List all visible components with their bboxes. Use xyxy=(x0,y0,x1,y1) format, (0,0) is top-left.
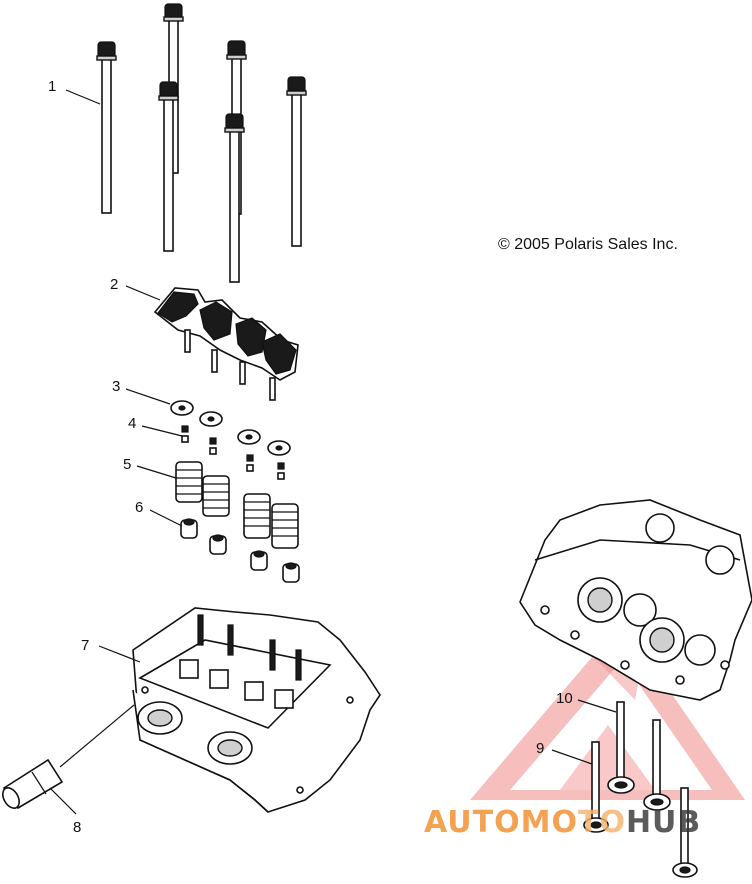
callout-labels: 1 2 3 4 5 6 7 8 9 10 xyxy=(48,78,573,836)
rocker-arm-assembly xyxy=(153,287,299,401)
intake-valve xyxy=(607,701,635,794)
callout-2: 2 xyxy=(110,276,118,293)
exhaust-valve xyxy=(672,787,698,878)
watermark-text: AUTOMOTOHUB xyxy=(424,805,701,840)
copyright-notice: © 2005 Polaris Sales Inc. xyxy=(498,236,678,253)
callout-6: 6 xyxy=(135,499,143,516)
intake-valve xyxy=(643,719,671,811)
head-bolts xyxy=(96,3,307,283)
watermark-text-part1: AUTOMO xyxy=(424,805,578,840)
head-bolt xyxy=(224,113,245,283)
watermark-text-part2: TO xyxy=(578,805,626,840)
head-bolt xyxy=(158,81,179,252)
valve-springs xyxy=(175,461,299,549)
valve-keepers xyxy=(181,425,285,480)
callout-8: 8 xyxy=(73,819,81,836)
exhaust-valve xyxy=(583,741,609,833)
leader-lines xyxy=(49,89,617,815)
callout-5: 5 xyxy=(123,456,131,473)
callout-7: 7 xyxy=(81,637,89,654)
watermark-text-part3: HUB xyxy=(626,805,701,840)
cylinder-head-underside xyxy=(519,499,752,701)
valve-seals xyxy=(180,518,300,583)
head-bolt xyxy=(286,76,307,247)
callout-10: 10 xyxy=(556,690,573,707)
head-bolt xyxy=(96,41,117,214)
callout-1: 1 xyxy=(48,78,56,95)
valve-retainers xyxy=(170,400,291,456)
cylinder-head xyxy=(132,607,381,813)
callout-9: 9 xyxy=(536,740,544,757)
callout-3: 3 xyxy=(112,378,120,395)
callout-4: 4 xyxy=(128,415,136,432)
valves xyxy=(583,701,698,878)
dowel-pin xyxy=(2,758,64,810)
